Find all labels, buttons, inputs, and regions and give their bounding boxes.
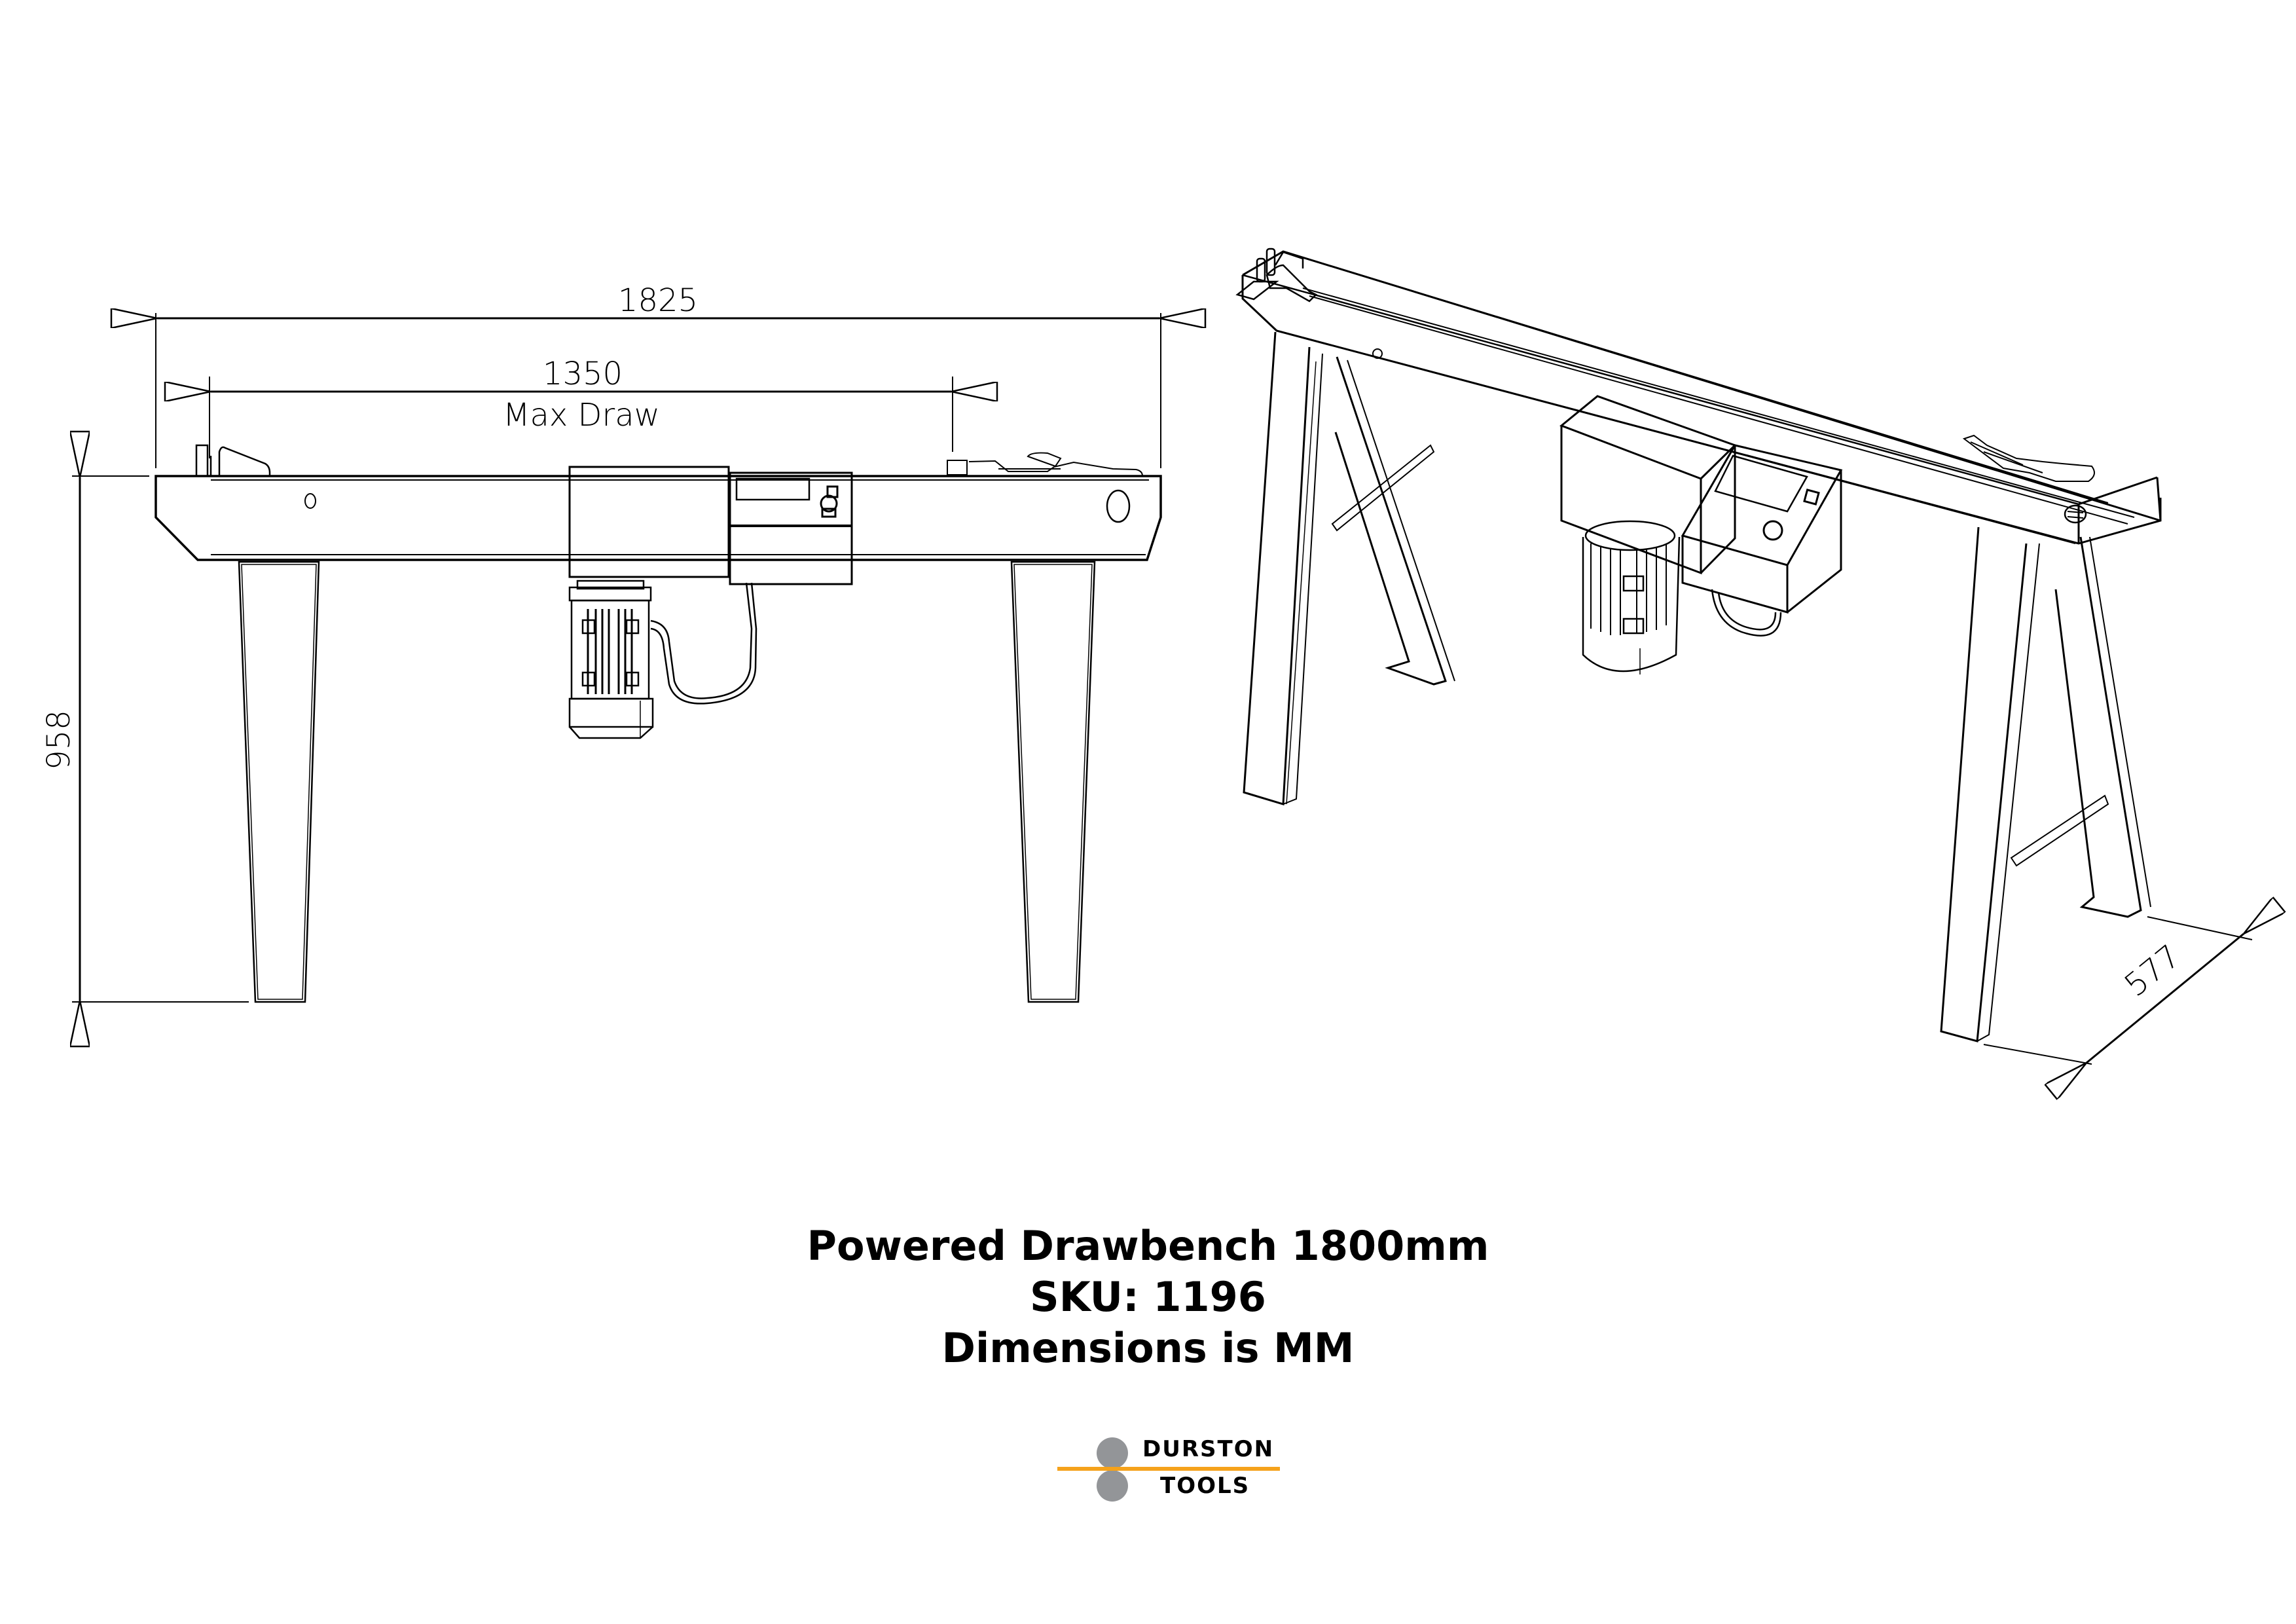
logo-text-tools: TOOLS: [1160, 1473, 1250, 1499]
drawing-title: Powered Drawbench 1800mm: [807, 1222, 1489, 1270]
cable: [650, 582, 757, 705]
iso-control-panel: [1681, 444, 1843, 614]
units-note: Dimensions is MM: [941, 1324, 1355, 1372]
iso-draw-tongs: [1962, 434, 2095, 482]
iso-carriage: [1559, 395, 1737, 575]
bench-beam: [155, 475, 1162, 561]
iso-die-holder: [1235, 248, 1318, 303]
beam-hole-right: [1106, 489, 1131, 523]
dimension-overall-length: [156, 313, 1161, 468]
isometric-view: 577: [1235, 248, 2252, 1064]
dimension-text-1825: 1825: [618, 282, 698, 319]
die-holder: [195, 444, 271, 477]
dimension-depth: [1983, 917, 2252, 1064]
iso-beam-end-hole: [2064, 504, 2087, 524]
dimension-text-958: 958: [41, 710, 77, 770]
display-screen: [735, 477, 811, 501]
dimension-height: [72, 476, 249, 1002]
control-panel: [729, 471, 853, 585]
max-draw-label: Max Draw: [503, 397, 660, 434]
iso-leg-left: [1243, 331, 1455, 805]
durston-tools-logo: DURSTON TOOLS: [1057, 1424, 1286, 1502]
emergency-stop-icon: [820, 494, 838, 513]
draw-tongs: [947, 452, 1143, 477]
carriage-gearbox: [568, 466, 730, 578]
iso-emergency-stop-icon: [1762, 520, 1783, 541]
front-view: 1825 1350 Max Draw 958: [41, 282, 1161, 1002]
sku-label: SKU: 1196: [1030, 1273, 1266, 1321]
iso-display-screen: [1714, 454, 1808, 513]
motor: [568, 580, 654, 739]
logo-text-durston: DURSTON: [1142, 1436, 1275, 1462]
dimension-max-draw: [210, 377, 953, 458]
beam-hole-left: [304, 493, 316, 509]
logo-circle-bottom-icon: [1097, 1470, 1128, 1502]
logo-circle-top-icon: [1097, 1437, 1128, 1469]
dimension-text-1350: 1350: [543, 356, 623, 392]
iso-leg-right: [1940, 526, 2151, 1043]
dimension-text-577: 577: [2118, 938, 2187, 1004]
iso-switch-icon: [1803, 489, 1820, 506]
leg-right: [1010, 561, 1096, 1003]
logo-bar: [1057, 1467, 1280, 1471]
iso-cable: [1711, 589, 1782, 637]
iso-motor: [1582, 520, 1681, 674]
leg-left: [238, 561, 320, 1003]
